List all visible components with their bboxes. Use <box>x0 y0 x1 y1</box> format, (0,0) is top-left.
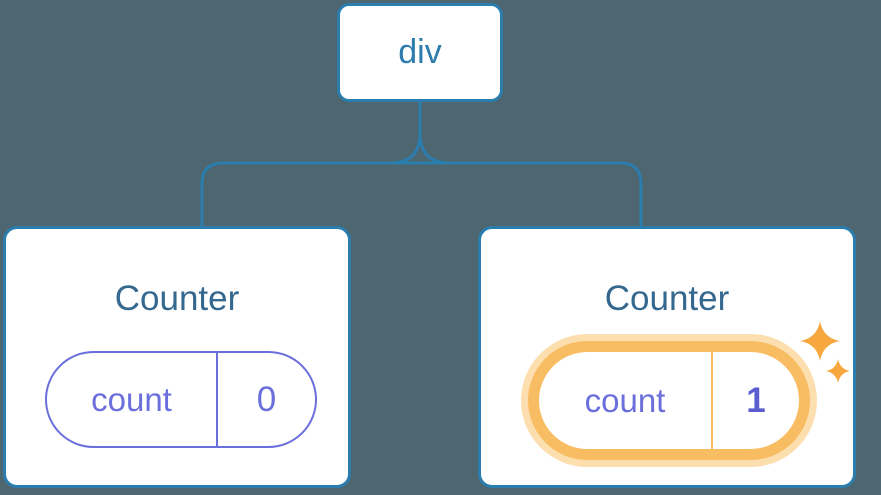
counter-node-left: Counter count 0 <box>3 226 351 488</box>
root-node-label: div <box>398 33 442 71</box>
state-value-cell: 1 <box>713 352 799 449</box>
sparkle-large-icon <box>800 321 840 361</box>
state-value-cell: 0 <box>218 353 315 446</box>
connector-stem-left <box>389 101 422 165</box>
state-key-label: count <box>584 381 666 419</box>
state-value: 1 <box>746 380 766 420</box>
state-value: 0 <box>256 379 277 419</box>
connector-bracket <box>200 161 643 228</box>
sparkles-icon <box>800 321 850 383</box>
sparkle-small-icon <box>826 359 850 383</box>
state-pill-highlighted: count 1 <box>528 341 810 460</box>
counter-title: Counter <box>114 279 240 318</box>
state-key-cell: count <box>539 352 713 449</box>
state-pill: count 0 <box>45 351 317 448</box>
counter-node-right: Counter count 1 <box>478 226 856 488</box>
connector-stem-right <box>418 101 451 165</box>
root-node-div: div <box>337 3 503 102</box>
counter-title: Counter <box>604 279 730 318</box>
state-key-cell: count <box>47 353 218 446</box>
state-key-label: count <box>91 380 172 418</box>
